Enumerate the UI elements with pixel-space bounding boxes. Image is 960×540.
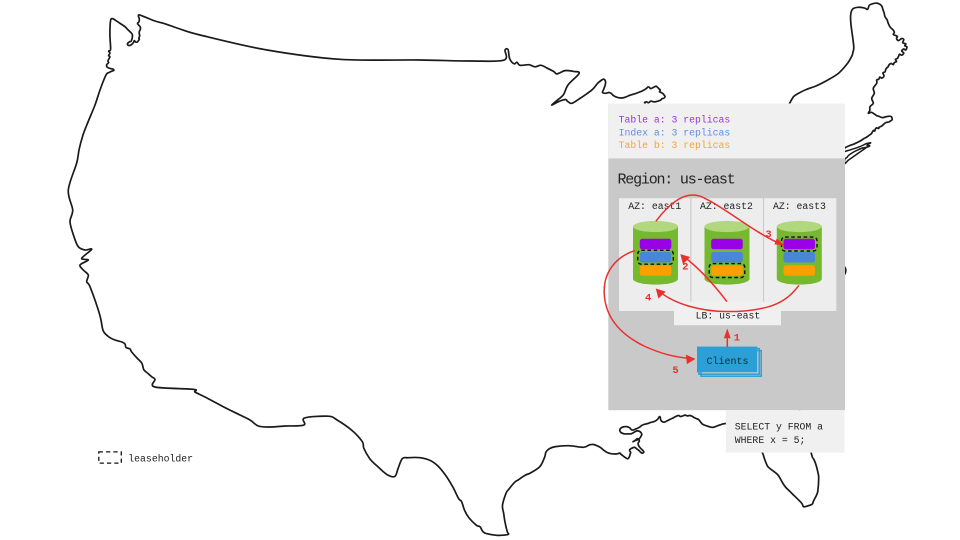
svg-text:AZ: east3: AZ: east3	[773, 201, 826, 212]
svg-text:LB: us-east: LB: us-east	[696, 311, 761, 322]
svg-text:5: 5	[672, 365, 678, 377]
svg-text:WHERE x = 5;: WHERE x = 5;	[735, 435, 806, 446]
svg-text:SELECT y FROM a: SELECT y FROM a	[735, 422, 823, 433]
svg-text:AZ: east1: AZ: east1	[628, 201, 681, 212]
svg-text:leaseholder: leaseholder	[128, 454, 193, 465]
svg-text:Table b: 3 replicas: Table b: 3 replicas	[619, 140, 731, 151]
svg-text:1: 1	[734, 332, 740, 344]
svg-text:AZ: east2: AZ: east2	[700, 201, 753, 212]
svg-text:Table a: 3 replicas: Table a: 3 replicas	[619, 115, 731, 126]
svg-text:Clients: Clients	[707, 356, 749, 368]
svg-text:Region: us-east: Region: us-east	[618, 172, 735, 189]
svg-text:Index a: 3 replicas: Index a: 3 replicas	[619, 127, 731, 138]
svg-text:4: 4	[645, 293, 651, 305]
svg-text:2: 2	[682, 262, 688, 274]
svg-text:3: 3	[765, 229, 771, 241]
